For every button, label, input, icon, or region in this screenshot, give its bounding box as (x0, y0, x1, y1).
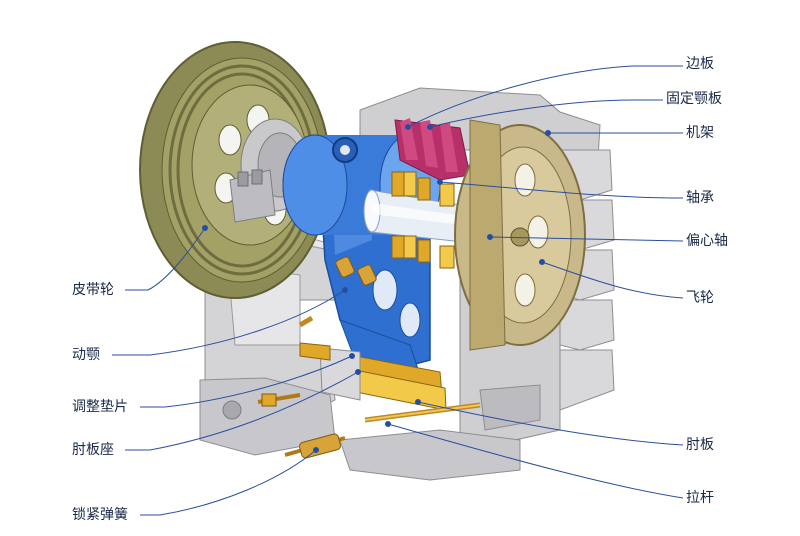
leader-adjusting-shim (140, 353, 355, 408)
label-locking-spring: 锁紧弹簧 (72, 507, 128, 523)
left-bearing-block (229, 169, 276, 223)
label-fixed-jaw-plate: 固定颚板 (666, 91, 722, 107)
label-frame: 机架 (686, 125, 714, 141)
label-belt-pulley: 皮带轮 (72, 282, 114, 298)
springs-and-bolts (257, 256, 377, 459)
label-toggle-seat: 肘板座 (72, 442, 114, 458)
label-flywheel: 飞轮 (686, 290, 714, 306)
leader-toggle-seat (125, 369, 361, 451)
leader-lines (112, 65, 684, 516)
jaw-springs (298, 256, 377, 328)
fixed-jaw-plate-part (394, 118, 471, 181)
label-tie-rod: 拉杆 (686, 490, 714, 506)
leader-locking-spring (140, 447, 319, 516)
leader-belt-pulley (125, 225, 208, 291)
label-side-plate: 边板 (686, 56, 714, 72)
label-eccentric-shaft: 偏心轴 (686, 233, 728, 249)
label-adjusting-shim: 调整垫片 (72, 399, 128, 415)
leader-movable-jaw (112, 287, 348, 356)
label-toggle-plate: 肘板 (686, 437, 714, 453)
label-bearing: 轴承 (686, 190, 714, 206)
leader-bearing (437, 179, 684, 199)
leader-flywheel (539, 259, 684, 299)
leader-side-plate (405, 65, 683, 130)
leader-fixed-jaw-plate (427, 99, 663, 130)
label-movable-jaw: 动颚 (72, 347, 100, 363)
locking-spring-part (257, 393, 346, 459)
leader-frame (545, 130, 683, 136)
leader-tie-rod (385, 421, 684, 499)
leader-toggle-plate (415, 399, 684, 446)
belt-pulley-part (139, 41, 331, 299)
leader-eccentric-shaft (487, 234, 684, 242)
bearing-parts (391, 171, 455, 269)
